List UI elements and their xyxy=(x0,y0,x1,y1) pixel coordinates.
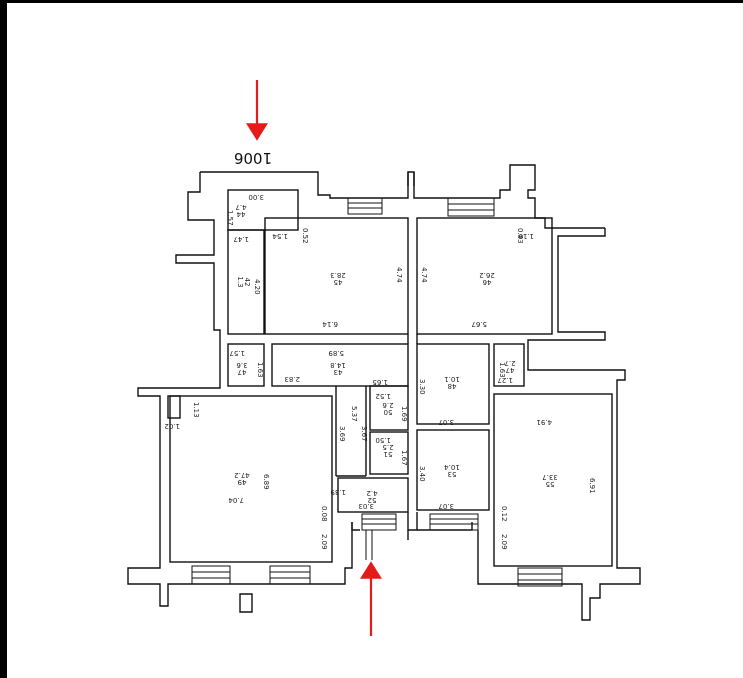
svg-text:55: 55 xyxy=(546,480,555,488)
svg-text:1.67: 1.67 xyxy=(400,450,408,466)
svg-text:1.63: 1.63 xyxy=(256,362,264,378)
room-r3: 45 28.3 xyxy=(330,271,346,286)
svg-text:46: 46 xyxy=(482,278,491,286)
svg-text:1.3: 1.3 xyxy=(236,276,244,287)
svg-text:1.27: 1.27 xyxy=(497,376,513,384)
svg-text:4.74: 4.74 xyxy=(395,267,403,283)
svg-text:2.83: 2.83 xyxy=(284,375,300,383)
svg-text:52: 52 xyxy=(368,496,377,504)
svg-text:2.09: 2.09 xyxy=(320,534,328,550)
svg-text:33.7: 33.7 xyxy=(542,473,558,481)
svg-text:47.2: 47.2 xyxy=(234,471,250,479)
svg-text:0.52: 0.52 xyxy=(301,228,309,244)
svg-text:1.54: 1.54 xyxy=(272,232,288,240)
svg-text:28.3: 28.3 xyxy=(330,271,346,279)
room-r7: 47 2.7 xyxy=(504,359,515,374)
svg-text:2.6: 2.6 xyxy=(382,401,394,409)
room-r4: 46 26.2 xyxy=(479,271,495,286)
svg-text:7.04: 7.04 xyxy=(228,496,244,504)
svg-text:6.89: 6.89 xyxy=(262,474,270,490)
svg-text:3.67: 3.67 xyxy=(360,426,368,442)
svg-text:2.09: 2.09 xyxy=(500,534,508,550)
svg-text:3.6: 3.6 xyxy=(236,361,248,369)
svg-text:1.63: 1.63 xyxy=(498,362,506,378)
svg-text:1.57: 1.57 xyxy=(229,349,245,357)
svg-text:53: 53 xyxy=(448,470,457,478)
svg-text:0.53: 0.53 xyxy=(516,228,524,244)
room-r6: 43 14.8 xyxy=(330,361,346,376)
plan-number: 1006 xyxy=(234,149,272,167)
svg-text:3.07: 3.07 xyxy=(438,502,454,510)
svg-text:3.30: 3.30 xyxy=(418,379,426,395)
svg-text:4.20: 4.20 xyxy=(253,279,261,295)
room-labels: 44 4.7 3.00 1.57 42 1.3 4.20 1.47 45 28.… xyxy=(164,193,596,550)
svg-text:5.67: 5.67 xyxy=(471,320,487,328)
svg-text:4.74: 4.74 xyxy=(420,267,428,283)
svg-text:10.1: 10.1 xyxy=(444,375,460,383)
svg-text:10.4: 10.4 xyxy=(444,463,460,471)
room-r13: 55 33.7 xyxy=(542,473,558,488)
room-r12: 49 47.2 xyxy=(234,471,250,486)
svg-text:3.07: 3.07 xyxy=(438,418,454,426)
top-scan-border xyxy=(0,0,743,3)
svg-text:1.52: 1.52 xyxy=(375,392,391,400)
svg-text:1.47: 1.47 xyxy=(233,235,249,243)
svg-text:44: 44 xyxy=(236,210,245,218)
svg-text:47: 47 xyxy=(238,368,247,376)
svg-text:2.7: 2.7 xyxy=(504,359,515,367)
room-r1: 44 4.7 xyxy=(235,203,246,218)
svg-text:2.5: 2.5 xyxy=(382,443,393,451)
svg-text:3.40: 3.40 xyxy=(418,466,426,482)
room-r9: 50 2.6 xyxy=(382,401,394,416)
svg-text:49: 49 xyxy=(238,478,247,486)
svg-text:48: 48 xyxy=(448,382,457,390)
svg-text:6.14: 6.14 xyxy=(322,320,338,328)
svg-text:50: 50 xyxy=(384,408,393,416)
svg-text:3.00: 3.00 xyxy=(248,193,264,201)
room-r2: 42 1.3 xyxy=(236,276,251,287)
room-r5: 47 3.6 xyxy=(236,361,248,376)
room-r11: 53 10.4 xyxy=(444,463,460,478)
svg-text:1.13: 1.13 xyxy=(192,402,200,418)
svg-text:1.02: 1.02 xyxy=(164,422,180,430)
svg-text:5.37: 5.37 xyxy=(350,406,358,422)
svg-text:1.65: 1.65 xyxy=(372,378,388,386)
svg-text:3.69: 3.69 xyxy=(338,426,346,442)
svg-text:51: 51 xyxy=(384,450,393,458)
room-r10: 51 2.5 xyxy=(382,443,393,458)
walls xyxy=(127,164,641,621)
svg-text:5.89: 5.89 xyxy=(328,349,344,357)
svg-text:26.2: 26.2 xyxy=(479,271,495,279)
window-hatching xyxy=(191,197,563,587)
svg-text:14.8: 14.8 xyxy=(330,361,346,369)
svg-text:1.39: 1.39 xyxy=(330,488,346,496)
svg-text:4.2: 4.2 xyxy=(366,489,377,497)
room-r8: 48 10.1 xyxy=(444,375,460,390)
svg-text:1.19: 1.19 xyxy=(518,232,534,240)
room-r14: 52 4.2 xyxy=(366,489,377,504)
svg-text:4.7: 4.7 xyxy=(235,203,246,211)
svg-text:45: 45 xyxy=(334,278,343,286)
svg-text:0.12: 0.12 xyxy=(500,506,508,522)
svg-text:42: 42 xyxy=(243,278,251,287)
svg-text:1.57: 1.57 xyxy=(226,210,234,226)
svg-text:6.91: 6.91 xyxy=(588,478,596,494)
svg-text:43: 43 xyxy=(334,368,343,376)
svg-text:47: 47 xyxy=(506,366,515,374)
svg-text:3.03: 3.03 xyxy=(358,502,374,510)
svg-text:1.50: 1.50 xyxy=(375,436,391,444)
svg-text:0.08: 0.08 xyxy=(320,506,328,522)
svg-text:4.91: 4.91 xyxy=(536,418,552,426)
svg-text:1.69: 1.69 xyxy=(400,406,408,422)
left-scan-border xyxy=(0,0,7,678)
